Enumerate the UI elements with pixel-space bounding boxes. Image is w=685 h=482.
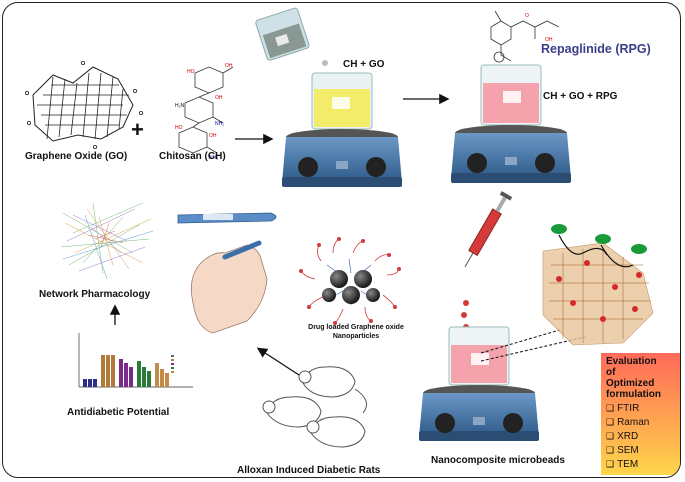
hotplate-2 (451, 64, 571, 183)
hand-with-pen (190, 240, 268, 334)
evaluation-list: FTIR Raman XRD SEM TEM (606, 402, 676, 472)
svg-text:NH₂: NH₂ (209, 155, 218, 161)
repaglinide-label: Repaglinide (RPG) (541, 42, 651, 56)
figure-frame: + OH HO OH H₂N NH₂ HO NH₂ OH CH + GO (2, 2, 681, 478)
network-pharmacology-label: Network Pharmacology (39, 289, 151, 300)
evaluation-item-raman: Raman (606, 416, 676, 430)
evaluation-item-tem: TEM (606, 458, 676, 472)
ch-go-label: CH + GO (343, 59, 385, 70)
svg-text:O: O (525, 13, 529, 19)
insulin-pen (177, 212, 277, 224)
alloxan-rats-label: Alloxan Induced Diabetic Rats (237, 465, 381, 476)
hotplate-1 (282, 72, 402, 187)
svg-text:OH: OH (225, 63, 233, 69)
svg-text:H₂N: H₂N (175, 103, 185, 109)
evaluation-item-ftir: FTIR (606, 402, 676, 416)
svg-text:HO: HO (187, 69, 195, 75)
drug-loaded-nanoparticles (299, 237, 401, 325)
droplet (322, 60, 328, 66)
svg-text:OH: OH (545, 37, 553, 43)
svg-text:OH: OH (209, 133, 217, 139)
svg-text:HO: HO (175, 125, 183, 131)
arrow-rats-to-antidiabetic (256, 347, 300, 376)
evaluation-item-xrd: XRD (606, 430, 676, 444)
chitosan-label: Chitosan (CH) (159, 151, 226, 162)
network-graph (60, 202, 154, 280)
graphene-oxide-sheet (25, 61, 144, 150)
nanocomposite-microbeads-label: Nanocomposite microbeads (431, 455, 565, 466)
hotplate-3 (419, 326, 539, 441)
repaglinide-structure: OH O (490, 10, 560, 63)
graphene-oxide-label: Graphene Oxide (GO) (25, 151, 128, 162)
syringe (464, 191, 513, 268)
drug-loaded-np-label: Drug loaded Graphene oxide Nanoparticles (308, 324, 404, 340)
microbead-zoom (542, 224, 654, 346)
evaluation-box: Evaluation of Optimized formulation FTIR… (601, 353, 680, 475)
ch-go-rpg-label: CH + GO + RPG (543, 91, 618, 102)
evaluation-item-sem: SEM (606, 444, 676, 458)
antidiabetic-potential-label: Antidiabetic Potential (67, 407, 170, 418)
chitosan-structure: OH HO OH H₂N NH₂ HO NH₂ OH (175, 63, 234, 161)
diabetic-rats (262, 366, 368, 448)
svg-text:OH: OH (215, 95, 223, 101)
evaluation-title: Evaluation of Optimized formulation (606, 356, 661, 400)
antidiabetic-bar-chart (78, 333, 193, 388)
svg-text:NH₂: NH₂ (215, 121, 224, 127)
schematic-canvas: + OH HO OH H₂N NH₂ HO NH₂ OH CH + GO (25, 7, 654, 448)
pouring-beaker (255, 7, 310, 61)
plus-sign: + (131, 117, 144, 142)
